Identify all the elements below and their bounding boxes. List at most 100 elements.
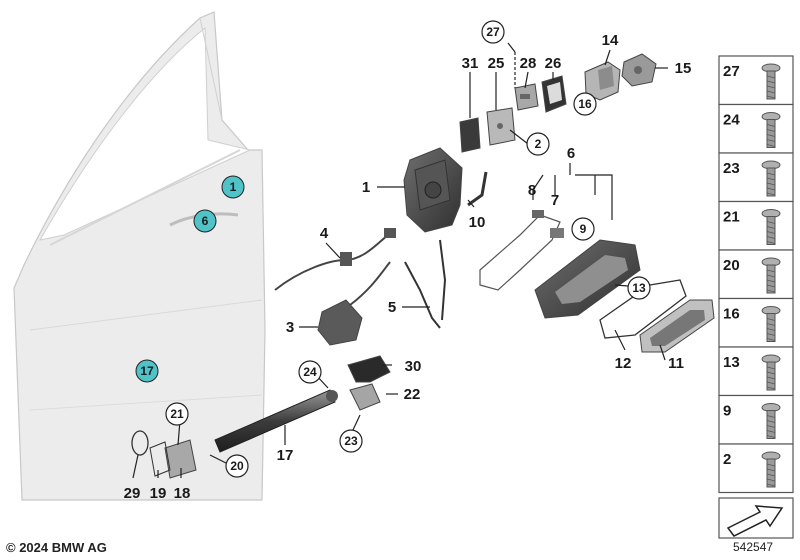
screw-thread-icon (766, 468, 776, 472)
door-marker-17-label: 17 (140, 364, 154, 378)
svg-text:24: 24 (303, 365, 317, 379)
part-hinge-plate (621, 53, 657, 87)
callout-17[interactable]: 17 (277, 447, 294, 464)
screw-thread-icon (766, 75, 776, 79)
legend-cell[interactable] (718, 443, 794, 494)
callout-8[interactable]: 8 (528, 182, 536, 199)
door-marker-6[interactable]: 6 (193, 209, 217, 233)
callout-24[interactable]: 24 (298, 360, 322, 384)
screw-thread-icon (766, 129, 776, 132)
screw-thread-icon (766, 124, 776, 127)
screw-thread-icon (766, 85, 776, 89)
callout-11[interactable]: 11 (668, 355, 684, 372)
screw-shank-icon (766, 216, 776, 245)
callout-18[interactable]: 18 (174, 485, 191, 502)
part-check-holder (149, 439, 197, 479)
svg-text:16: 16 (578, 97, 592, 111)
screw-thread-icon (766, 274, 776, 278)
legend-cell[interactable] (718, 103, 794, 154)
screw-thread-icon (766, 463, 776, 467)
screw-thread-icon (766, 430, 776, 433)
legend-number: 23 (723, 160, 740, 177)
svg-text:23: 23 (344, 434, 358, 448)
screw-thread-icon (766, 172, 776, 176)
callout-27[interactable]: 27 (481, 20, 505, 44)
part-striker-cover (541, 75, 567, 113)
part-door-check (349, 383, 381, 411)
callout-5[interactable]: 5 (388, 299, 396, 316)
svg-text:2: 2 (535, 137, 542, 151)
callout-4[interactable]: 4 (320, 225, 329, 242)
screw-thread-icon (766, 134, 776, 137)
svg-text:13: 13 (632, 281, 646, 295)
callout-13[interactable]: 13 (627, 276, 651, 300)
legend-number: 16 (723, 306, 740, 323)
screw-thread-icon (766, 376, 776, 380)
callout-15[interactable]: 15 (675, 60, 692, 77)
callout-19[interactable]: 19 (150, 485, 167, 502)
screw-thread-icon (766, 478, 776, 482)
callout-10[interactable]: 10 (469, 214, 486, 231)
legend-number: 20 (723, 257, 740, 274)
screw-thread-icon (766, 328, 776, 331)
screw-shank-icon (766, 70, 776, 100)
callout-29[interactable]: 29 (124, 485, 141, 502)
screw-thread-icon (766, 139, 776, 142)
callout-31[interactable]: 31 (462, 55, 479, 72)
screw-thread-icon (766, 226, 776, 229)
screw-thread-icon (766, 473, 776, 477)
part-rod-10 (467, 171, 488, 207)
screw-thread-icon (766, 221, 776, 224)
screw-shank-icon (766, 119, 776, 148)
callout-28[interactable]: 28 (520, 55, 537, 72)
screw-shank-icon (766, 313, 776, 342)
door-marker-6-label: 6 (202, 214, 209, 228)
callout-1[interactable]: 1 (362, 179, 370, 196)
callout-22[interactable]: 22 (404, 386, 421, 403)
callout-6[interactable]: 6 (567, 145, 575, 162)
screw-thread-icon (766, 338, 776, 341)
screw-shank-icon (766, 264, 776, 294)
callout-23[interactable]: 23 (339, 429, 363, 453)
callout-12[interactable]: 12 (615, 355, 632, 372)
callout-3[interactable]: 3 (286, 319, 294, 336)
callout-2[interactable]: 2 (526, 132, 550, 156)
legend-number: 27 (723, 63, 740, 80)
screw-thread-icon (766, 420, 776, 423)
door-marker-17[interactable]: 17 (135, 359, 159, 383)
part-door-check-rod (214, 389, 338, 453)
screw-thread-icon (766, 279, 776, 283)
screw-thread-icon (766, 425, 776, 428)
part-striker (514, 83, 539, 111)
callout-16[interactable]: 16 (573, 92, 597, 116)
screw-thread-icon (766, 187, 776, 191)
door-marker-1[interactable]: 1 (221, 175, 245, 199)
diagram-id: 542547 (733, 540, 774, 554)
part-sealing-ring (131, 430, 149, 456)
callout-14[interactable]: 14 (602, 32, 619, 49)
legend-cell[interactable] (718, 200, 794, 251)
callout-21[interactable]: 21 (165, 402, 189, 426)
screw-thread-icon (766, 381, 776, 385)
copyright-text: © 2024 BMW AG (6, 540, 107, 555)
part-lock-plate (486, 107, 516, 146)
callout-26[interactable]: 26 (545, 55, 562, 72)
screw-thread-icon (766, 415, 776, 418)
callout-20[interactable]: 20 (225, 454, 249, 478)
legend-cell[interactable] (718, 55, 794, 106)
door-illustration (13, 11, 266, 501)
callout-9[interactable]: 9 (571, 217, 595, 241)
callout-7[interactable]: 7 (551, 192, 559, 209)
svg-text:21: 21 (170, 407, 184, 421)
part-door-lock (403, 147, 463, 233)
callout-30[interactable]: 30 (405, 358, 422, 375)
screw-thread-icon (766, 435, 776, 438)
screw-thread-icon (766, 333, 776, 336)
part-bowden-cable (404, 239, 447, 329)
screw-thread-icon (766, 366, 776, 370)
legend-cell[interactable] (718, 152, 794, 203)
screw-thread-icon (766, 241, 776, 244)
callout-25[interactable]: 25 (488, 55, 505, 72)
screw-shank-icon (766, 458, 776, 488)
